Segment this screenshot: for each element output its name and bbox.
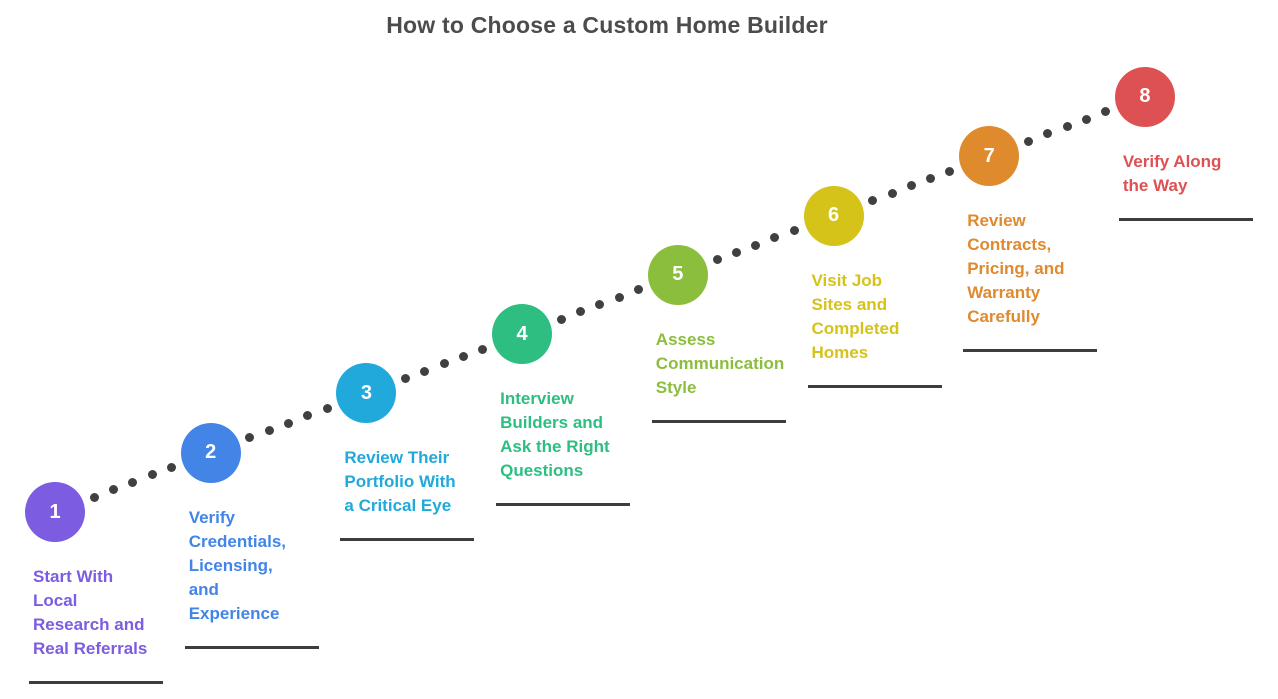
step-underline — [963, 349, 1098, 353]
connector-dot — [751, 240, 761, 250]
step-underline — [1118, 217, 1253, 221]
step-number-badge: 4 — [492, 304, 553, 365]
step-item: 6 Visit Job Sites and Completed Homes — [803, 185, 966, 388]
connector-dot — [109, 485, 119, 495]
connector-dot — [945, 166, 955, 176]
step-number-badge: 7 — [959, 126, 1020, 187]
step-number: 6 — [827, 204, 840, 226]
step-number-badge: 8 — [1114, 66, 1175, 127]
connector-dot — [595, 299, 605, 309]
step-number: 3 — [360, 381, 372, 404]
connector-dot — [614, 292, 624, 302]
connector-dot — [128, 477, 138, 487]
step-label: Verify Credentials, Licensing, and Exper… — [188, 507, 286, 623]
step-label: Verify Along the Way — [1122, 151, 1222, 195]
step-underline — [807, 384, 942, 388]
connector-dot — [789, 225, 799, 235]
connector-dot — [89, 492, 99, 502]
connector-dot — [868, 196, 878, 206]
connector-dot — [147, 470, 157, 480]
step-label: Start With Local Research and Real Refer… — [33, 567, 148, 658]
connector-dot — [166, 463, 176, 473]
connector-dot — [926, 173, 936, 183]
step-number-badge: 5 — [647, 244, 708, 305]
connector-dot — [322, 403, 332, 413]
connector-dot — [1101, 107, 1111, 117]
connector-dot — [634, 285, 644, 295]
step-number: 5 — [672, 263, 684, 286]
step-underline — [651, 419, 786, 423]
step-number: 7 — [983, 144, 995, 167]
connector-dot — [1043, 129, 1053, 139]
step-item: 1 Start With Local Research and Real Ref… — [25, 482, 187, 684]
connector-dot — [906, 181, 916, 191]
connector-dot — [303, 411, 313, 421]
connector-dot — [1081, 114, 1091, 124]
step-label: Review Their Portfolio With a Critical E… — [344, 448, 456, 516]
step-number-badge: 1 — [25, 482, 85, 542]
step-item: 8 Verify Along the Way — [1114, 66, 1277, 221]
step-underline — [29, 681, 163, 684]
step-number-badge: 6 — [803, 185, 864, 246]
connector-dot — [284, 418, 294, 428]
page-title: How to Choose a Custom Home Builder — [386, 12, 828, 38]
connector-dot — [439, 359, 449, 369]
step-item: 7 Review Contracts, Pricing, and Warrant… — [959, 126, 1121, 353]
connector-dot — [264, 425, 274, 435]
step-label: Interview Builders and Ask the Right Que… — [500, 389, 610, 481]
step-item: 4 Interview Builders and Ask the Right Q… — [492, 304, 654, 507]
step-underline — [184, 645, 319, 649]
connector-dot — [770, 233, 780, 243]
connector-dot — [576, 307, 586, 317]
connector-dot — [478, 344, 488, 354]
connector-dot — [420, 366, 430, 376]
step-number-badge: 2 — [180, 422, 241, 483]
connector-dot — [712, 255, 722, 265]
step-underline — [496, 503, 631, 507]
step-number: 4 — [516, 322, 528, 345]
connector-dot — [1023, 136, 1033, 146]
step-number: 1 — [49, 500, 61, 523]
connector-dot — [245, 433, 255, 443]
step-number-badge: 3 — [336, 363, 397, 424]
connector-dot — [556, 314, 566, 324]
step-label: Review Contracts, Pricing, and Warranty … — [967, 211, 1065, 327]
step-number: 2 — [205, 441, 217, 464]
step-label: Assess Communication Style — [655, 329, 785, 397]
connector-dot — [401, 373, 411, 383]
step-label: Visit Job Sites and Completed Homes — [811, 270, 900, 362]
connector-dot — [731, 248, 741, 257]
step-number: 8 — [1139, 85, 1151, 108]
step-item: 2 Verify Credentials, Licensing, and Exp… — [180, 422, 343, 649]
step-underline — [340, 538, 475, 542]
step-item: 3 Review Their Portfolio With a Critical… — [336, 363, 498, 542]
connector-dot — [459, 351, 469, 361]
connector-dot — [1062, 122, 1072, 132]
step-item: 5 Assess Communication Style — [647, 244, 810, 423]
connector-dot — [887, 188, 897, 198]
